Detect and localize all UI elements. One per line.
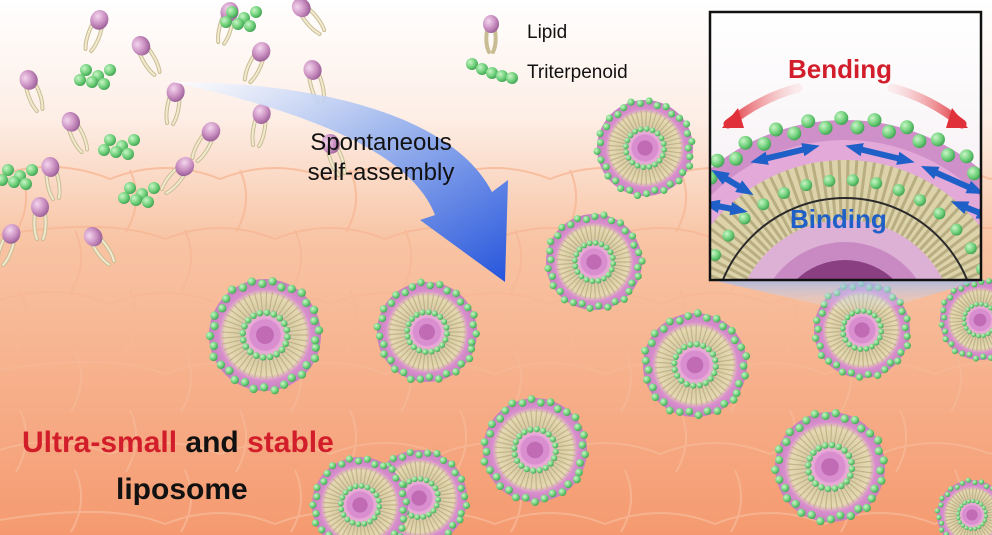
- lipid-molecule: [190, 121, 221, 163]
- binding-label: Binding: [790, 204, 887, 234]
- zoom-beam: [712, 280, 981, 310]
- lipid-molecule: [159, 156, 195, 195]
- lipid-molecule: [242, 41, 271, 85]
- arrow-caption-line1: Spontaneous: [310, 129, 452, 156]
- lipid-molecule: [19, 69, 45, 113]
- inset-panel: [708, 10, 983, 282]
- legend-lipid-icon: [483, 15, 499, 54]
- triterpenoid-cluster: [118, 182, 160, 208]
- lipid-molecule: [291, 0, 327, 36]
- lipid-molecule: [321, 133, 347, 177]
- lipid-molecule: [83, 9, 109, 53]
- lipid-molecules: [0, 0, 499, 267]
- liposome: [593, 97, 696, 200]
- title-part1: Ultra-small: [22, 426, 178, 459]
- triterpenoid-cluster: [220, 6, 262, 32]
- liposome: [641, 309, 751, 420]
- liposome: [309, 455, 410, 535]
- title-part3: stable: [247, 426, 334, 459]
- liposome: [934, 477, 992, 535]
- triterpenoid-cluster: [0, 164, 38, 190]
- arrow-caption-line2: self-assembly: [307, 159, 455, 186]
- lipid-molecule: [31, 197, 49, 241]
- liposome: [544, 211, 646, 312]
- lipid-molecule: [0, 223, 21, 267]
- lipid-molecule: [83, 226, 116, 267]
- lipid-molecule: [250, 103, 271, 149]
- arrow-caption: Spontaneous self-assembly: [276, 128, 486, 188]
- lipid-molecule: [164, 81, 185, 127]
- liposome: [205, 277, 324, 395]
- figure-title: Ultra-small and stable: [22, 425, 334, 461]
- legend-triterpenoid-label: Triterpenoid: [527, 62, 628, 83]
- triterpenoid-cluster: [98, 134, 140, 160]
- liposome: [770, 409, 888, 526]
- liposome: [480, 395, 589, 506]
- bending-label: Bending: [788, 54, 892, 84]
- self-assembly-arrow: [172, 82, 508, 282]
- liposome: [938, 278, 992, 362]
- legend-triterpenoid-icon: [466, 58, 518, 84]
- liposome: [373, 278, 480, 384]
- lipid-molecule: [131, 35, 162, 77]
- triterpenoid-cluster: [74, 64, 116, 90]
- triterpenoid-clusters: [0, 6, 518, 208]
- legend-lipid-label: Lipid: [527, 22, 568, 43]
- lipid-molecule: [41, 156, 62, 202]
- title-part2: and: [185, 426, 239, 459]
- title-line2: liposome: [116, 473, 248, 506]
- lipid-molecule: [61, 111, 90, 155]
